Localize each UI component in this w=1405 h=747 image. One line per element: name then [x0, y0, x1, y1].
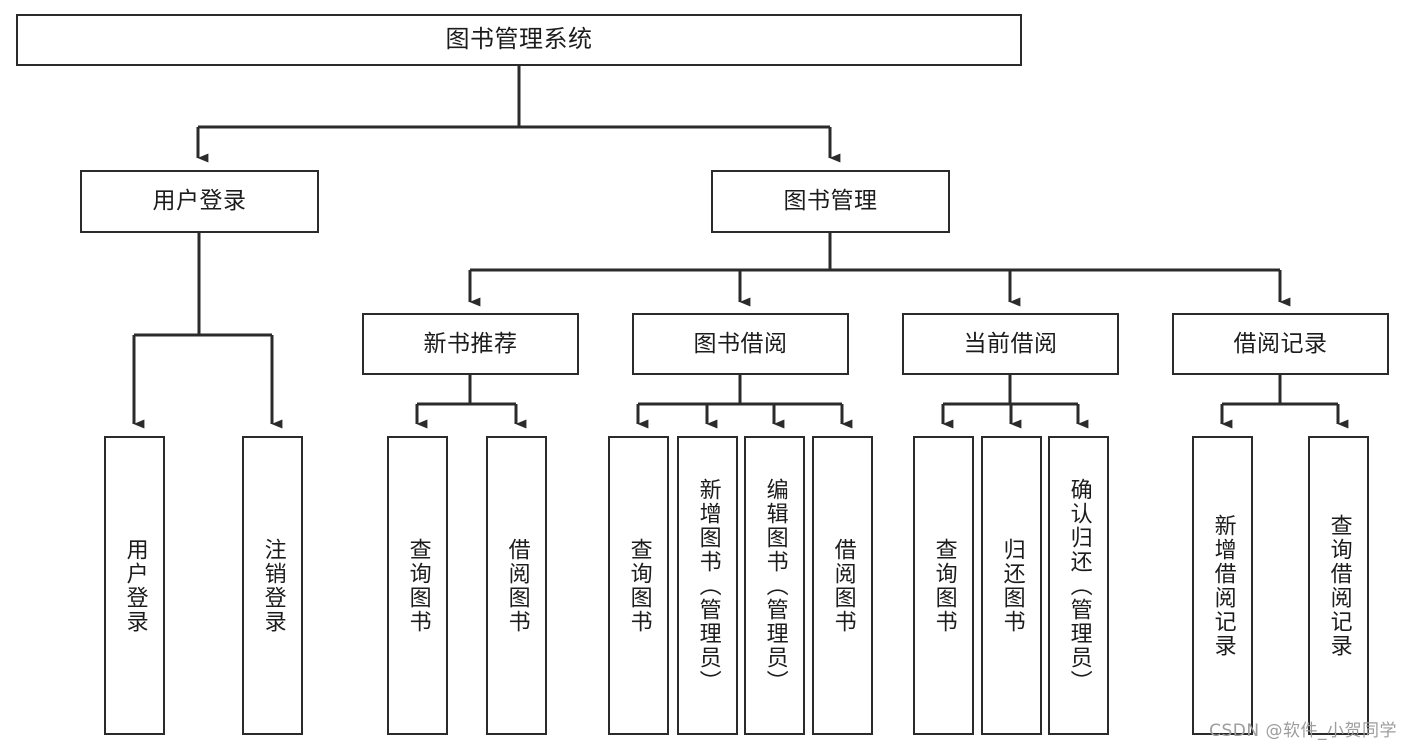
node-label: 确认归还（管理员） [1066, 477, 1092, 694]
node-label: 注销登录 [260, 537, 286, 634]
node-label: 新书推荐 [423, 330, 518, 357]
node-label: 图书借阅 [693, 330, 788, 357]
node-root-book-management-system[interactable]: 图书管理系统 [16, 14, 1022, 66]
node-current-borrow[interactable]: 当前借阅 [902, 313, 1119, 375]
node-label: 查询图书 [931, 537, 957, 634]
leaf-new-book-borrow-book[interactable]: 借阅图书 [486, 436, 547, 735]
leaf-current-borrow-confirm-return-admin[interactable]: 确认归还（管理员） [1048, 436, 1109, 735]
node-label: 归还图书 [999, 537, 1025, 634]
node-label: 查询借阅记录 [1326, 513, 1352, 658]
node-borrow-record[interactable]: 借阅记录 [1172, 313, 1389, 375]
leaf-borrow-record-query-record[interactable]: 查询借阅记录 [1308, 436, 1369, 735]
node-label: 图书管理系统 [445, 25, 593, 54]
node-label: 编辑图书（管理员） [762, 477, 788, 694]
node-label: 新增图书（管理员） [695, 477, 721, 694]
leaf-current-borrow-query-book[interactable]: 查询图书 [913, 436, 974, 735]
leaf-current-borrow-return-book[interactable]: 归还图书 [981, 436, 1042, 735]
leaf-user-login-login[interactable]: 用户登录 [104, 436, 165, 735]
leaf-new-book-query-book[interactable]: 查询图书 [387, 436, 448, 735]
node-label: 当前借阅 [963, 330, 1058, 357]
leaf-book-borrow-add-book-admin[interactable]: 新增图书（管理员） [677, 436, 738, 735]
node-label: 用户登录 [152, 188, 247, 215]
node-label: 查询图书 [405, 537, 431, 634]
node-label: 借阅图书 [504, 537, 530, 634]
leaf-book-borrow-borrow-book[interactable]: 借阅图书 [812, 436, 873, 735]
node-label: 借阅记录 [1233, 330, 1328, 357]
node-user-login[interactable]: 用户登录 [80, 170, 319, 233]
csdn-watermark: CSDN @软件_小贺同学 [1209, 721, 1397, 741]
leaf-borrow-record-add-record[interactable]: 新增借阅记录 [1192, 436, 1253, 735]
leaf-book-borrow-edit-book-admin[interactable]: 编辑图书（管理员） [744, 436, 805, 735]
node-label: 借阅图书 [830, 537, 856, 634]
node-book-borrow[interactable]: 图书借阅 [632, 313, 849, 375]
leaf-user-login-logout[interactable]: 注销登录 [242, 436, 303, 735]
node-book-management[interactable]: 图书管理 [711, 170, 950, 233]
node-new-book-recommend[interactable]: 新书推荐 [362, 313, 579, 375]
node-label: 用户登录 [122, 537, 148, 634]
node-label: 图书管理 [783, 188, 878, 215]
node-label: 新增借阅记录 [1210, 513, 1236, 658]
leaf-book-borrow-query-book[interactable]: 查询图书 [608, 436, 669, 735]
node-label: 查询图书 [626, 537, 652, 634]
